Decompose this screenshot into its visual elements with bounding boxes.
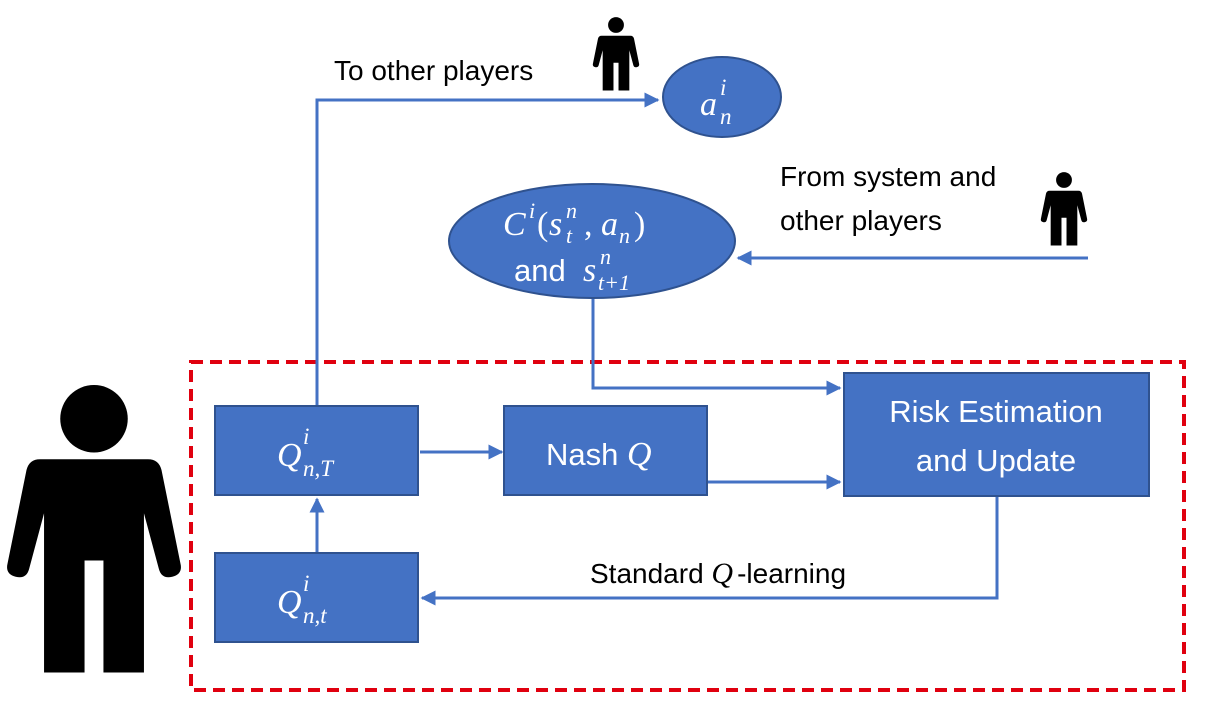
from-system-label-line1: From system and — [780, 161, 996, 192]
to-other-players-label: To other players — [334, 55, 533, 86]
cost-label-line2: and s n t+1 — [514, 244, 630, 295]
person-icon-top — [592, 17, 640, 91]
edge-risk-to-qt — [420, 497, 999, 606]
person-icon-large — [7, 385, 181, 673]
from-system-label-line2: other players — [780, 205, 942, 236]
risk-label-line2: and Update — [916, 443, 1076, 478]
q-big-t-label: Q i n,T — [277, 424, 335, 481]
edge-qT-to-action — [315, 92, 660, 405]
cost-label-line1: C i ( s n t , a n ) — [503, 198, 645, 248]
action-label: a i n — [700, 75, 732, 129]
standard-q-learning-label: Standard Q -learning — [590, 557, 846, 590]
nash-q-node — [503, 405, 708, 496]
risk-label-line1: Risk Estimation — [889, 394, 1103, 429]
action-node — [662, 56, 782, 138]
q-small-t-label: Q i n,t — [277, 571, 327, 628]
nash-q-label: Nash Q — [546, 436, 652, 473]
q-big-t-node — [214, 405, 419, 496]
person-icon-right — [1040, 172, 1088, 246]
edge-cost-to-risk — [591, 298, 842, 396]
cost-node — [448, 183, 736, 299]
risk-node — [843, 372, 1150, 497]
agent-boundary — [189, 360, 1186, 692]
q-small-t-node — [214, 552, 419, 643]
